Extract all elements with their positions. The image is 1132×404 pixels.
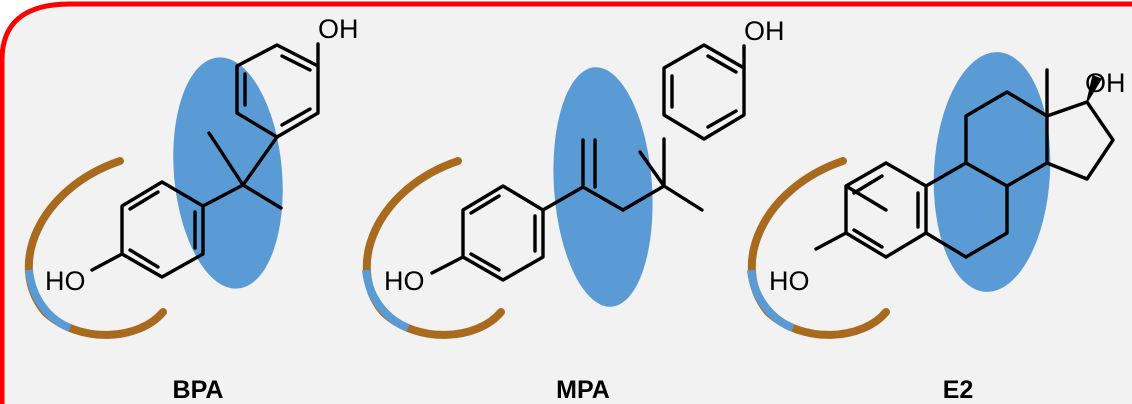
molecule-name: E2 [943, 376, 974, 404]
molecule-mpa: OH HO MPA [362, 16, 785, 404]
binding-pocket-highlight [747, 269, 795, 332]
hydroxyl-label-top: OH [1085, 68, 1126, 98]
molecule-bpa: OH HO BPA [25, 14, 359, 404]
hydroxyl-label-left: HO [769, 266, 810, 296]
hydroxyl-label-left: HO [45, 266, 86, 296]
bonds [90, 42, 320, 279]
hydrophobic-region [933, 52, 1051, 292]
molecule-name: BPA [173, 376, 224, 404]
hydroxyl-label-top: OH [318, 14, 359, 44]
binding-pocket-highlight [25, 269, 72, 332]
hydroxyl-label-top: OH [744, 16, 785, 46]
molecule-name: MPA [556, 376, 610, 404]
bonds [430, 43, 746, 282]
molecule-e2: OH HO E2 [747, 52, 1126, 404]
bonds [814, 68, 1115, 259]
binding-pocket-highlight [362, 269, 410, 332]
hydrophobic-region [553, 67, 653, 307]
hydrophobic-region [173, 57, 283, 289]
hydroxyl-label-left: HO [384, 266, 425, 296]
stereo-wedge [1086, 74, 1103, 103]
